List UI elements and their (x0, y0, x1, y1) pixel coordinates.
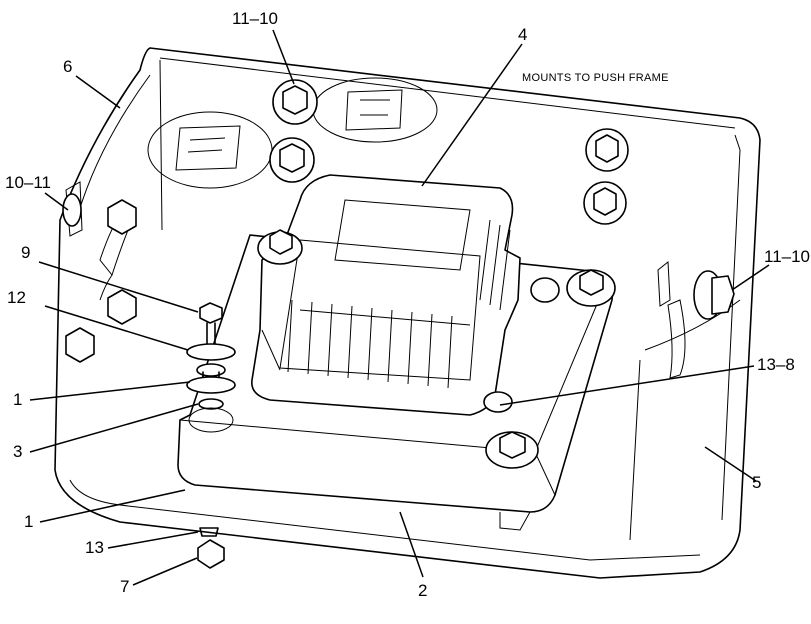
callout-12: 12 (7, 288, 26, 307)
leader-lines (29, 29, 770, 586)
hex-bolt-right-1 (585, 128, 629, 172)
callout-3: 3 (13, 442, 22, 461)
base-bolt-3 (530, 277, 560, 303)
mounting-enclosure (54, 47, 761, 579)
callout-4: 4 (518, 25, 527, 44)
callout-1-upper: 1 (13, 390, 22, 409)
callout-10-11: 10–11 (5, 173, 51, 192)
controller-module (251, 174, 521, 416)
callout-13-8: 13–8 (757, 355, 795, 374)
callout-1-lower: 1 (24, 512, 33, 531)
callout-13: 13 (85, 538, 104, 557)
bolt-stack (186, 302, 236, 433)
base-bolt-5 (483, 391, 513, 413)
callout-labels: 11–10 4 6 10–11 9 12 1 3 1 13 7 2 5 13–8… (5, 9, 810, 600)
callout-9: 9 (21, 243, 30, 262)
hex-bolt-top-2 (269, 137, 315, 183)
base-bolt-2 (566, 269, 616, 307)
side-bolt-right (693, 270, 735, 320)
base-bolt-4 (485, 431, 539, 469)
side-bolt-left (62, 193, 82, 227)
callout-2: 2 (418, 581, 427, 600)
callout-11-10-top: 11–10 (232, 9, 278, 28)
callout-11-10-right: 11–10 (764, 247, 810, 266)
mounting-note: MOUNTS TO PUSH FRAME (522, 72, 669, 84)
hex-nut-left-3 (65, 327, 95, 363)
nut-bottom (197, 527, 225, 569)
hex-nut-left-1 (107, 199, 137, 235)
hex-bolt-right-2 (583, 181, 627, 225)
callout-5: 5 (752, 473, 761, 492)
callout-7: 7 (120, 577, 129, 596)
base-bolt-1 (257, 229, 303, 265)
hex-bolt-top-1 (272, 79, 318, 125)
callout-6: 6 (63, 57, 72, 76)
hex-nut-left-2 (107, 289, 137, 325)
